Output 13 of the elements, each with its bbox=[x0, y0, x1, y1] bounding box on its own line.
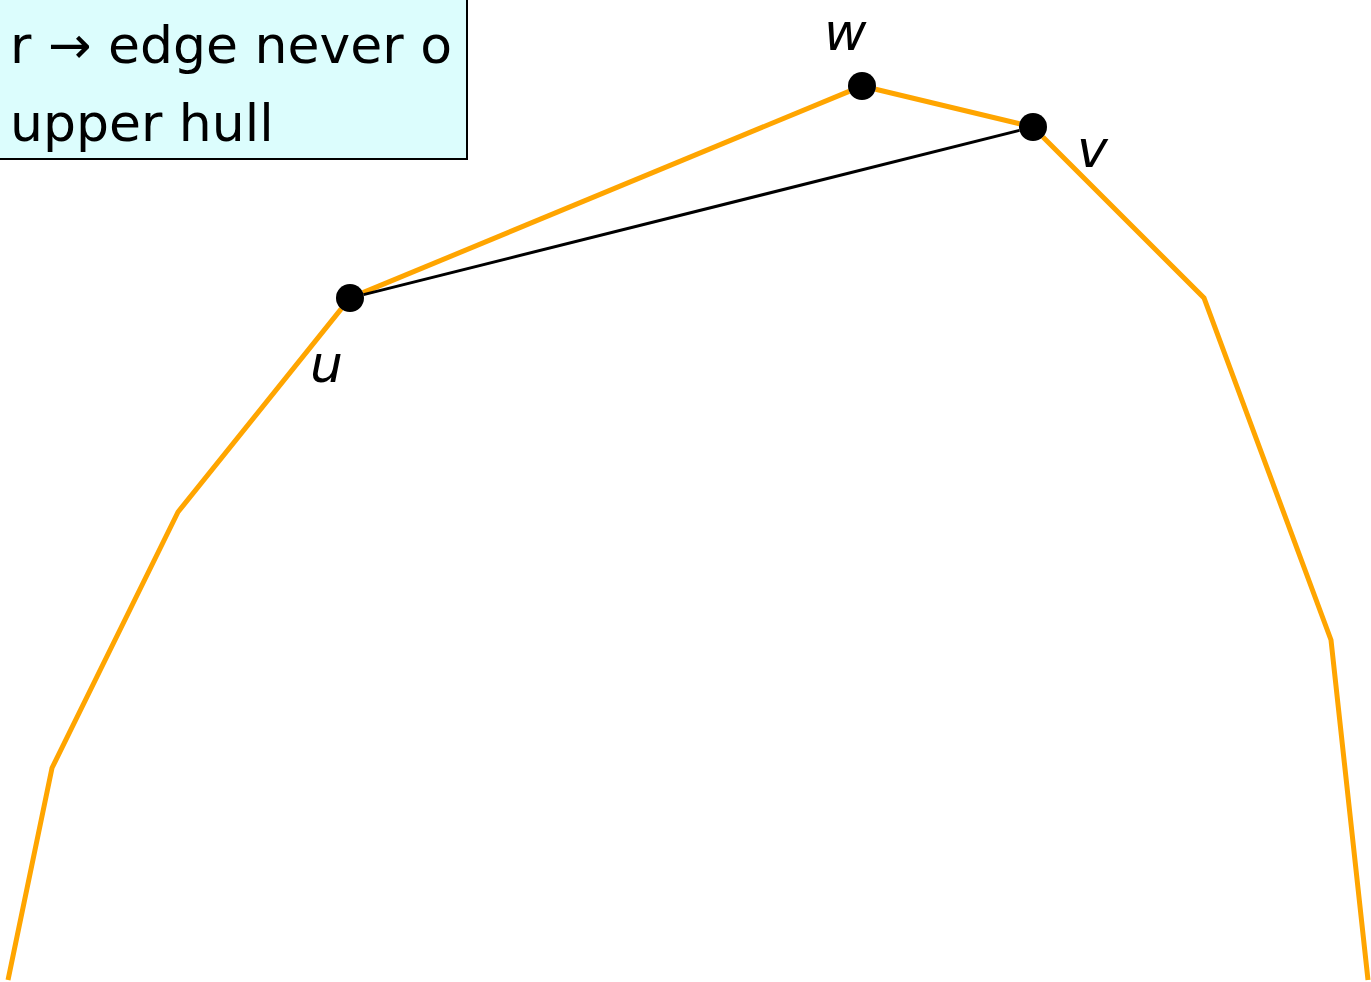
hull-line bbox=[1041, 135, 1371, 981]
segment-line bbox=[363, 128, 1020, 297]
point-dot bbox=[336, 284, 364, 312]
point-label: u bbox=[310, 338, 343, 390]
point-dot bbox=[1019, 113, 1047, 141]
point-label: w bbox=[824, 6, 867, 58]
note-box bbox=[0, 0, 468, 160]
hull-line bbox=[5, 307, 344, 981]
note-text: r → edge never o upper hull bbox=[10, 14, 453, 155]
hull-line bbox=[362, 89, 850, 295]
point-label: v bbox=[1077, 123, 1108, 175]
hull-line bbox=[875, 86, 1020, 127]
point-dot bbox=[848, 72, 876, 100]
